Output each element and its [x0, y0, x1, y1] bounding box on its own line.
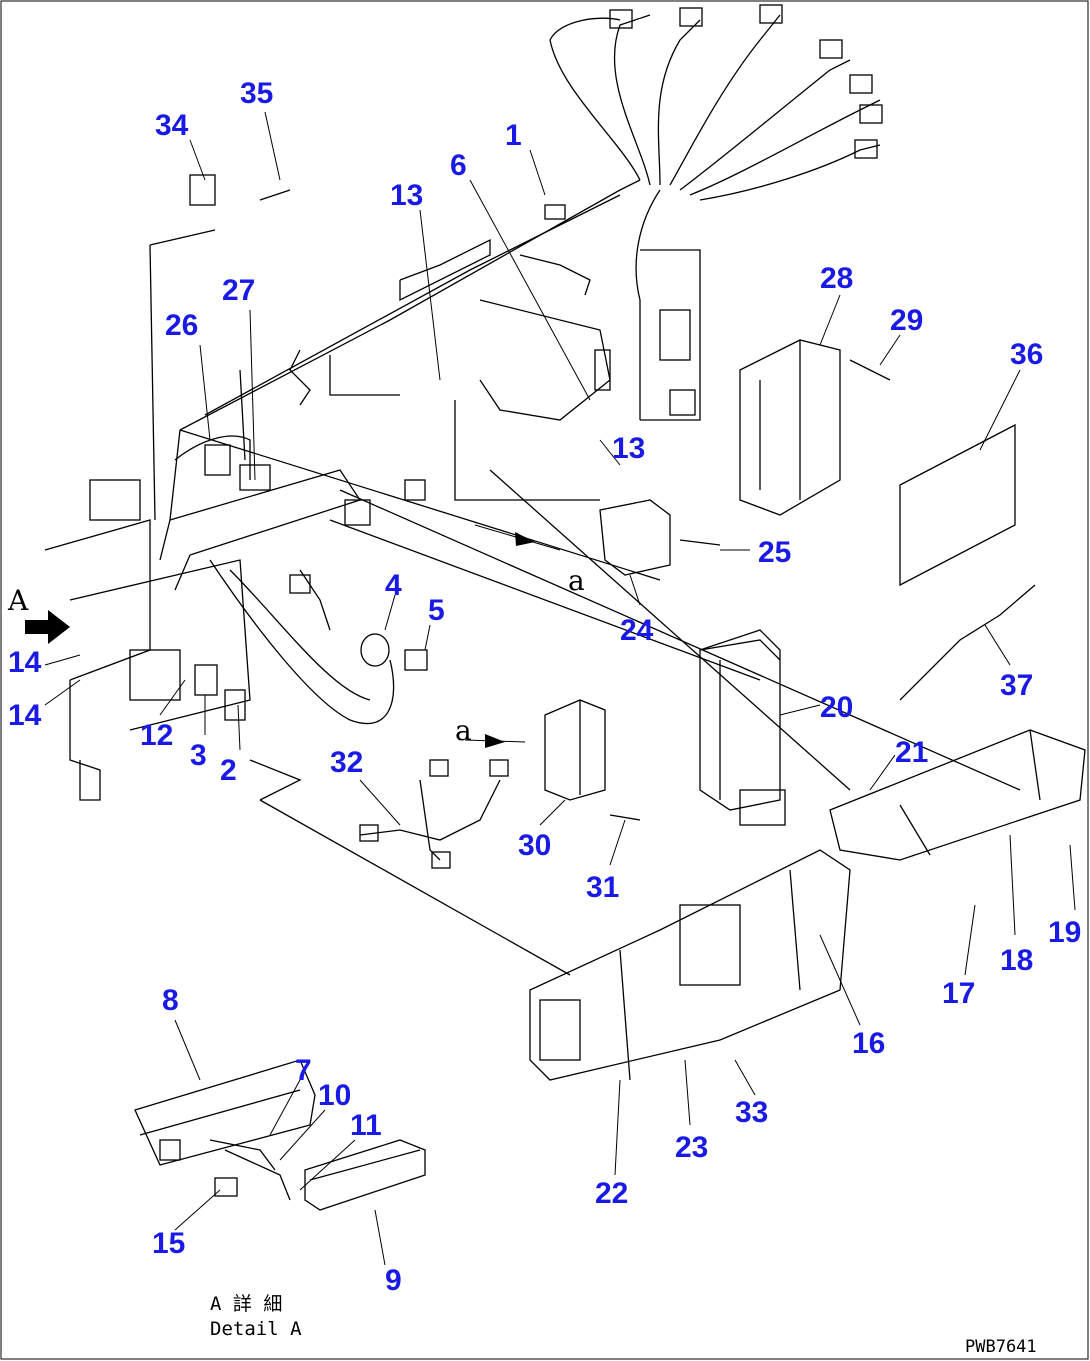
callout-17: 17	[942, 977, 975, 1010]
view-a-arrow	[25, 524, 561, 748]
view-a-mark: A	[7, 584, 29, 617]
callout-22: 22	[595, 1177, 628, 1210]
callout-16: 16	[852, 1027, 885, 1060]
callout-14-upper: 14	[8, 646, 42, 679]
callout-labels: 1 2 3 4 5 6 7 8 9 10 11 12 13 13 14 14 1…	[8, 77, 1081, 1297]
drawing-code: PWB7641	[965, 1337, 1037, 1357]
callout-7: 7	[295, 1054, 312, 1087]
callout-35: 35	[240, 77, 273, 110]
callout-37: 37	[1000, 669, 1033, 702]
callout-5: 5	[428, 594, 445, 627]
callout-29: 29	[890, 304, 923, 337]
callout-26: 26	[165, 309, 198, 342]
callout-20: 20	[820, 691, 853, 724]
callout-14-lower: 14	[8, 699, 42, 732]
callout-32: 32	[330, 746, 363, 779]
callout-24: 24	[620, 614, 654, 647]
callout-13-lower: 13	[612, 432, 645, 465]
callout-23: 23	[675, 1131, 708, 1164]
callout-15: 15	[152, 1227, 185, 1260]
callout-3: 3	[190, 739, 207, 772]
callout-25: 25	[758, 536, 791, 569]
callout-12: 12	[140, 719, 173, 752]
callout-13-upper: 13	[390, 179, 423, 212]
callout-28: 28	[820, 262, 853, 295]
callout-2: 2	[220, 754, 237, 787]
callout-34: 34	[155, 109, 189, 142]
ref-a-lower-mark: a	[455, 714, 472, 747]
callout-9: 9	[385, 1264, 402, 1297]
leader-lines	[44, 111, 1076, 1266]
callout-6: 6	[450, 149, 467, 182]
detail-caption-en: Detail A	[210, 1318, 302, 1340]
callout-19: 19	[1048, 916, 1081, 949]
callout-27: 27	[222, 274, 255, 307]
ref-a-upper-mark: a	[568, 564, 585, 597]
main-frame-drawing	[44, 4, 1086, 1211]
callout-4: 4	[385, 569, 402, 602]
callout-31: 31	[586, 871, 619, 904]
callout-36: 36	[1010, 338, 1043, 371]
callout-1: 1	[505, 119, 522, 152]
callout-33: 33	[735, 1096, 768, 1129]
callout-8: 8	[162, 984, 179, 1017]
detail-caption-jp: A 詳 細	[210, 1293, 282, 1315]
callout-10: 10	[318, 1079, 351, 1112]
callout-11: 11	[350, 1109, 382, 1142]
callout-21: 21	[895, 736, 928, 769]
callout-18: 18	[1000, 944, 1033, 977]
callout-30: 30	[518, 829, 551, 862]
